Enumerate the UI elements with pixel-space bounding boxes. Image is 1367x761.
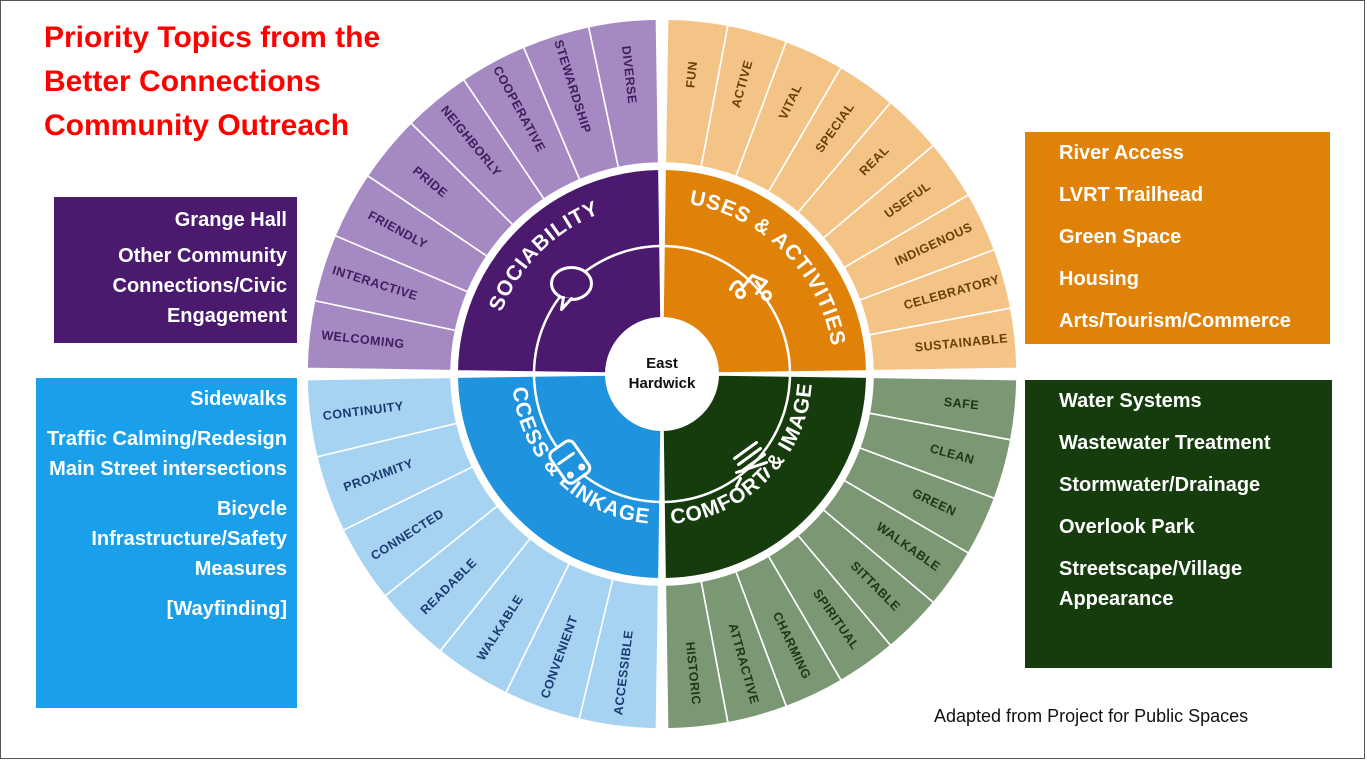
access-priority-item: [Wayfinding]	[166, 598, 287, 620]
uses-priority-item: Arts/Tourism/Commerce	[1059, 310, 1291, 332]
sociability-attribute-segment	[587, 18, 660, 169]
uses-priority-item: LVRT Trailhead	[1059, 184, 1204, 206]
title-line-1: Priority Topics from the	[44, 21, 381, 54]
source-credit: Adapted from Project for Public Spaces	[934, 706, 1249, 726]
uses-priority-item: Green Space	[1059, 226, 1182, 248]
comfort-priority-item: Wastewater Treatment	[1059, 432, 1271, 454]
sociability-priority-item: Grange Hall	[174, 209, 287, 231]
access-priority-item: Traffic Calming/Redesign Main Street int…	[46, 428, 287, 480]
uses-priorities-box: River Access LVRT Trailhead Green Space …	[1025, 132, 1330, 344]
comfort-quadrant: SAFECLEANGREENWALKABLESITTABLESPIRITUALC…	[661, 373, 1018, 730]
sociability-priorities-box: Grange Hall Other Community Connections/…	[54, 197, 297, 343]
comfort-attribute-label: SAFE	[943, 395, 980, 413]
access-attribute-segment	[306, 376, 458, 458]
comfort-priority-item: Streetscape/Village Appearance	[1059, 558, 1243, 610]
bus-icon	[548, 439, 592, 485]
page-title: Priority Topics from the Better Connecti…	[44, 16, 380, 148]
sociability-priority-item: Other Community Connections/Civic Engage…	[112, 245, 287, 327]
title-line-3: Community Outreach	[44, 109, 350, 142]
comfort-priority-item: Water Systems	[1059, 390, 1202, 412]
uses-ring-line	[664, 244, 792, 372]
uses-priority-item: River Access	[1059, 142, 1184, 164]
access-priority-item: Sidewalks	[190, 388, 287, 410]
music-note-icon	[729, 273, 773, 301]
uses-priority-item: Housing	[1059, 268, 1139, 290]
comfort-priority-item: Overlook Park	[1059, 516, 1195, 538]
speech-bubble-icon	[549, 265, 593, 311]
comfort-attribute-segment	[664, 580, 729, 730]
comfort-priorities-box: Water Systems Wastewater Treatment Storm…	[1025, 380, 1332, 668]
sociability-quadrant: WELCOMINGINTERACTIVEFRIENDLYPRIDENEIGHBO…	[306, 18, 663, 375]
uses-attribute-label: FUN	[683, 60, 700, 88]
bench-icon	[733, 441, 771, 489]
sociability-attribute-label: DIVERSE	[619, 45, 639, 105]
center-circle	[606, 318, 718, 430]
center-label-line-1: East	[646, 355, 678, 372]
access-priority-item: Bicycle Infrastructure/Safety Measures	[91, 498, 287, 580]
title-line-2: Better Connections	[44, 65, 321, 98]
comfort-priority-item: Stormwater/Drainage	[1059, 474, 1261, 496]
center-label-line-2: Hardwick	[629, 375, 696, 392]
uses-attribute-segment	[868, 307, 1018, 372]
access-priorities-box: Sidewalks Traffic Calming/Redesign Main …	[36, 378, 297, 708]
comfort-attribute-label: HISTORIC	[683, 641, 703, 706]
